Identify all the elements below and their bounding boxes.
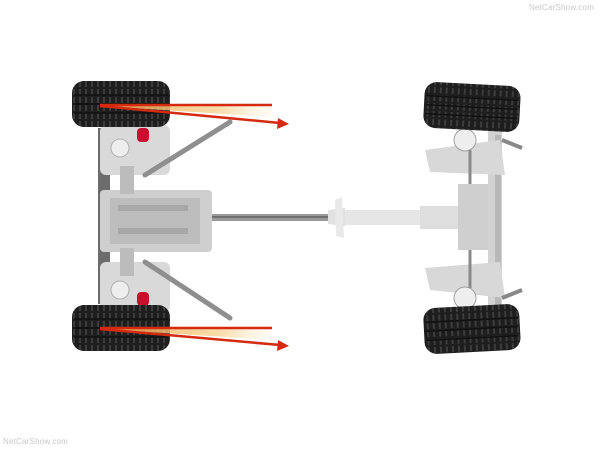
tire-front-right xyxy=(423,304,521,354)
brake-caliper-top xyxy=(137,128,149,142)
propshaft xyxy=(210,197,480,238)
watermark-bottom: NetCarShow.com xyxy=(3,437,69,446)
watermark-top: NetCarShow.com xyxy=(528,3,594,12)
brake-caliper-bottom xyxy=(137,292,149,306)
steer-arrow-bottom xyxy=(99,326,289,351)
front-axle-assembly xyxy=(425,128,523,310)
tire-front-left xyxy=(423,82,521,132)
steer-arrow-top xyxy=(99,103,289,129)
rear-axle-assembly xyxy=(98,119,233,321)
